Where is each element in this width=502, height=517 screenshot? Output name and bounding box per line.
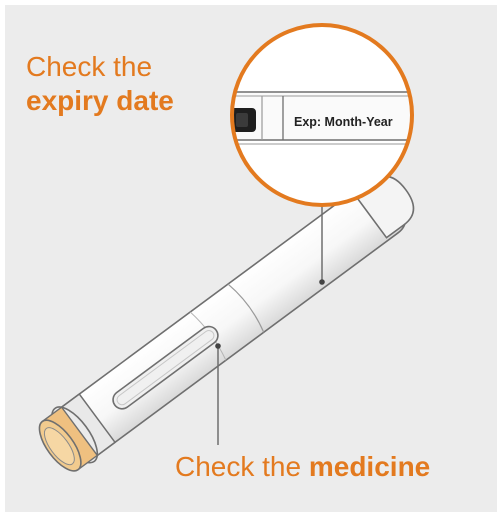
expiry-date-label: Exp: Month-Year [294, 115, 393, 129]
expiry-pointer-dot [319, 279, 325, 285]
pen-barrel [62, 173, 414, 456]
medicine-callout-emphasis: medicine [309, 451, 430, 482]
expiry-callout: Check the expiry date [26, 50, 174, 117]
expiry-callout-line1: Check the [26, 50, 174, 84]
medicine-pointer-dot [215, 343, 221, 349]
injection-pen [30, 163, 425, 480]
medicine-callout: Check the medicine [175, 450, 430, 484]
medicine-callout-prefix: Check the [175, 451, 309, 482]
expiry-callout-line2: expiry date [26, 84, 174, 118]
